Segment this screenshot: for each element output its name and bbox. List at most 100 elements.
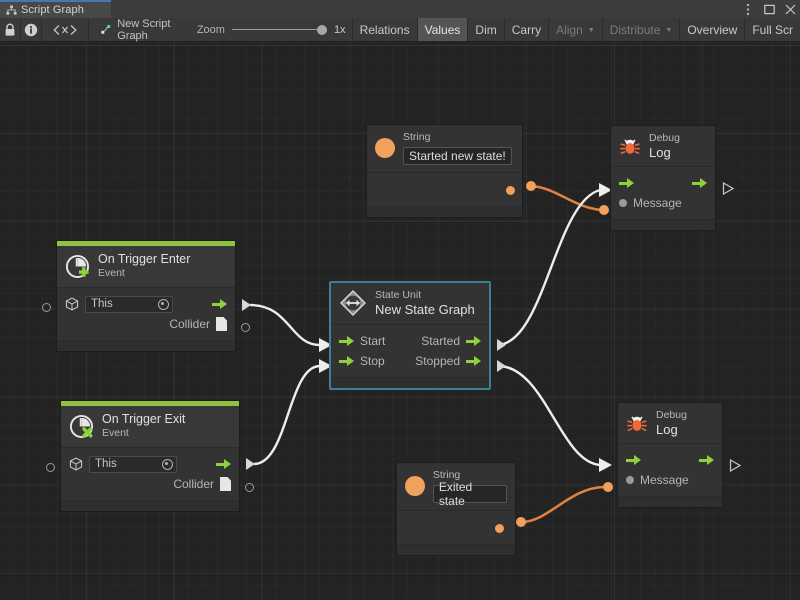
graph-toolbar: New Script Graph Zoom 1x Relations Value… xyxy=(0,18,800,42)
more-options-icon[interactable] xyxy=(742,3,754,15)
node-debug-log-top[interactable]: Debug Log Message xyxy=(610,125,716,231)
flow-input-port[interactable] xyxy=(619,178,634,189)
toolbar-button-dim[interactable]: Dim xyxy=(467,18,503,41)
target-object-field[interactable]: This xyxy=(89,455,177,473)
node-header[interactable]: Debug Log xyxy=(611,126,715,167)
string-output-port[interactable] xyxy=(506,186,515,195)
node-title: String xyxy=(432,469,461,481)
port-label: Started xyxy=(421,334,460,348)
port-label: Start xyxy=(360,334,386,348)
node-title: Log xyxy=(649,145,671,160)
stop-input-port[interactable] xyxy=(339,356,354,367)
flow-output-stub-top[interactable] xyxy=(722,181,735,200)
on-trigger-enter-icon xyxy=(66,254,89,278)
info-icon xyxy=(25,23,38,36)
flow-output-stub-enter[interactable] xyxy=(242,299,251,311)
node-body: Start Started Stop Stopped xyxy=(331,325,489,377)
message-input-port[interactable] xyxy=(619,199,627,207)
maximize-icon[interactable] xyxy=(763,3,775,15)
object-picker-icon[interactable] xyxy=(158,298,169,310)
stopped-output-stub[interactable] xyxy=(497,360,506,372)
toolbar-button-label: Align xyxy=(556,22,583,37)
flow-input-port[interactable] xyxy=(626,455,641,466)
string-value-input[interactable]: Exited state xyxy=(432,480,507,508)
wire-string-to-log-top xyxy=(528,184,606,212)
code-button[interactable] xyxy=(42,18,89,41)
port-label: Stop xyxy=(360,354,385,368)
breadcrumb[interactable]: New Script Graph xyxy=(89,18,191,42)
node-title: String xyxy=(403,131,431,143)
graph-canvas[interactable]: String Started new state! xyxy=(0,42,800,600)
graph-hierarchy-icon xyxy=(6,4,17,15)
port-label: Collider xyxy=(173,477,214,491)
zoom-label: Zoom xyxy=(196,23,225,36)
started-output-port[interactable] xyxy=(466,336,481,347)
node-title: Log xyxy=(656,422,678,437)
node-body: This Collider xyxy=(61,448,239,500)
info-button[interactable] xyxy=(21,18,43,41)
collider-output-stub-enter[interactable] xyxy=(241,323,250,332)
port-label: Stopped xyxy=(415,354,460,368)
wire-exit-to-state-stop xyxy=(253,364,321,466)
node-on-trigger-exit[interactable]: On Trigger Exit Event This xyxy=(60,400,240,512)
tab-script-graph[interactable]: Script Graph xyxy=(0,0,111,18)
toolbar-button-values[interactable]: Values xyxy=(416,18,468,41)
zoom-slider[interactable] xyxy=(231,23,327,37)
object-picker-icon[interactable] xyxy=(162,458,173,470)
flow-output-stub-exit[interactable] xyxy=(246,458,255,470)
node-header[interactable]: Debug Log xyxy=(618,403,722,444)
node-footer xyxy=(367,206,522,217)
wire-stopped-to-log-bottom xyxy=(497,364,601,467)
node-header[interactable]: String Exited state xyxy=(397,463,515,511)
node-port-row: Stop Stopped xyxy=(339,351,481,371)
string-value-input[interactable]: Started new state! xyxy=(403,147,512,165)
node-state-unit[interactable]: State Unit New State Graph Start Started xyxy=(330,282,490,389)
node-subtitle: State Unit xyxy=(375,289,422,301)
collider-output-port[interactable] xyxy=(220,477,231,491)
stopped-output-port[interactable] xyxy=(466,356,481,367)
output-port-circle xyxy=(245,483,254,492)
toolbar-button-relations[interactable]: Relations xyxy=(351,18,417,41)
flow-output-port[interactable] xyxy=(212,299,227,310)
started-output-stub[interactable] xyxy=(497,339,506,351)
zoom-slider-knob[interactable] xyxy=(316,24,327,35)
toolbar-button-fullscreen[interactable]: Full Scr xyxy=(744,18,800,41)
node-footer xyxy=(618,496,722,507)
flow-arrow-icon xyxy=(242,299,251,311)
zoom-control: Zoom 1x xyxy=(191,18,352,41)
node-string-top[interactable]: String Started new state! xyxy=(366,124,523,218)
state-unit-icon xyxy=(340,290,366,316)
flow-output-port[interactable] xyxy=(216,459,231,470)
node-header[interactable]: String Started new state! xyxy=(367,125,522,173)
start-input-port[interactable] xyxy=(339,336,354,347)
node-header[interactable]: On Trigger Enter Event xyxy=(57,246,235,288)
toolbar-button-carry[interactable]: Carry xyxy=(503,18,548,41)
toolbar-button-distribute[interactable]: Distribute ▼ xyxy=(601,18,680,41)
chevron-down-icon: ▼ xyxy=(587,27,595,34)
flow-output-port[interactable] xyxy=(699,455,714,466)
collider-output-port[interactable] xyxy=(216,317,227,331)
collider-output-stub-exit[interactable] xyxy=(245,483,254,492)
wire-endpoint xyxy=(599,205,609,215)
node-header[interactable]: State Unit New State Graph xyxy=(331,283,489,325)
target-input-stub-exit[interactable] xyxy=(46,463,55,472)
node-string-bottom[interactable]: String Exited state xyxy=(396,462,516,556)
node-on-trigger-enter[interactable]: On Trigger Enter Event This xyxy=(56,240,236,352)
target-object-field[interactable]: This xyxy=(85,295,173,313)
toolbar-button-label: Distribute xyxy=(609,22,661,37)
node-target-row: This xyxy=(69,454,231,474)
lock-button[interactable] xyxy=(0,18,22,41)
node-header[interactable]: On Trigger Exit Event xyxy=(61,406,239,448)
toolbar-button-align[interactable]: Align ▼ xyxy=(548,18,602,41)
message-input-port[interactable] xyxy=(626,476,634,484)
node-title: On Trigger Enter xyxy=(98,252,191,266)
target-input-stub-enter[interactable] xyxy=(42,303,51,312)
string-output-port[interactable] xyxy=(495,524,504,533)
flow-output-port[interactable] xyxy=(692,178,707,189)
toolbar-button-overview[interactable]: Overview xyxy=(679,18,744,41)
node-debug-log-bottom[interactable]: Debug Log Message xyxy=(617,402,723,508)
flow-output-stub-bottom[interactable] xyxy=(729,458,742,477)
close-icon[interactable] xyxy=(784,3,796,15)
node-port-row: Start Started xyxy=(339,331,481,351)
